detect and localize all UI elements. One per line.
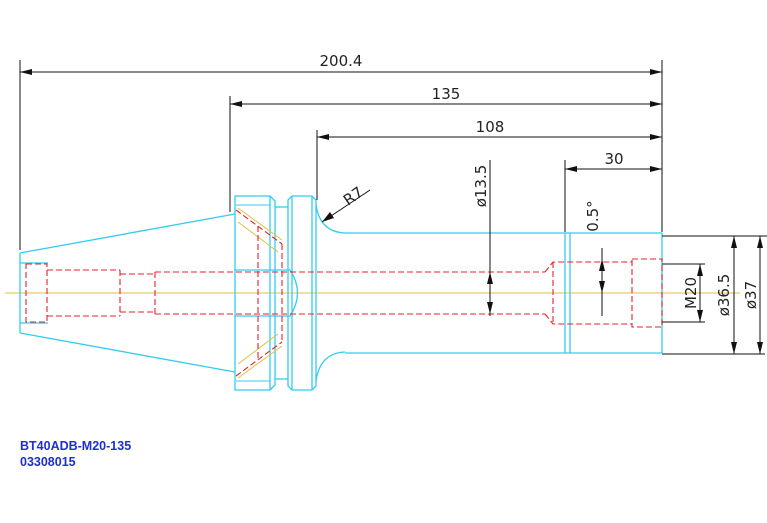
dim-bore-depth: 30 — [604, 150, 623, 168]
dim-shank-length: 108 — [476, 118, 505, 136]
dim-body-diameter: ø36.5 — [715, 274, 733, 317]
dimension-arrows — [20, 69, 763, 354]
dimension-lines — [19, 60, 767, 355]
dim-max-diameter: ø37 — [742, 281, 760, 309]
part-number: BT40ADB-M20-135 — [20, 439, 132, 453]
dim-overall-length: 200.4 — [320, 52, 363, 70]
dim-gauge-length: 135 — [432, 85, 461, 103]
dim-taper-angle: 0.5° — [584, 200, 602, 231]
part-code: 03308015 — [20, 455, 76, 469]
part-outline — [19, 195, 663, 391]
flange-chamfer — [236, 204, 270, 382]
dim-inner-diameter: ø13.5 — [472, 165, 490, 208]
dim-radius: R7 — [340, 183, 367, 209]
dim-thread: M20 — [682, 277, 700, 309]
hidden-lines — [25, 209, 663, 377]
